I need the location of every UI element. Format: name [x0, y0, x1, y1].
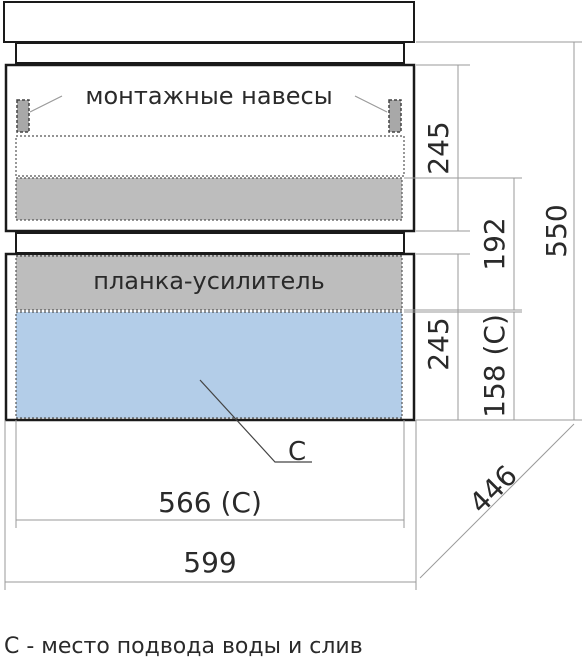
dim-top-drawer-label: 245 [422, 121, 455, 174]
stiffener-bar-zone [15, 255, 403, 311]
c-leader-line [199, 379, 312, 463]
left-hanger-icon [16, 99, 30, 133]
mount-hangers-label: монтажные навесы [85, 82, 332, 110]
dim-depth-line [419, 423, 575, 579]
hanger-leader-left [29, 95, 63, 113]
water-drain-zone [15, 311, 403, 419]
dim-total-width-label: 599 [183, 546, 236, 579]
right-hanger-icon [388, 99, 402, 133]
upper-inner-dotted-area [15, 135, 405, 177]
upper-gray-zone [15, 177, 403, 221]
dim-bottom-drawer-label: 245 [422, 317, 455, 370]
dim-depth-label: 446 [463, 459, 524, 520]
dim-cutout-width-label: 566 (С) [158, 486, 262, 519]
dim-cutout-height-label: 158 (С) [478, 314, 511, 418]
countertop-outline [3, 1, 415, 43]
legend-text: С - место подвода воды и слив [4, 634, 363, 659]
dim-middle-label: 192 [478, 217, 511, 270]
middle-gap-panel [15, 232, 405, 254]
c-marker-label: С [288, 437, 306, 467]
stiffener-bar-label: планка-усилитель [93, 267, 324, 295]
top-gap-panel [15, 42, 405, 64]
dim-total-label: 550 [540, 204, 573, 257]
hanger-leader-right [354, 95, 388, 113]
